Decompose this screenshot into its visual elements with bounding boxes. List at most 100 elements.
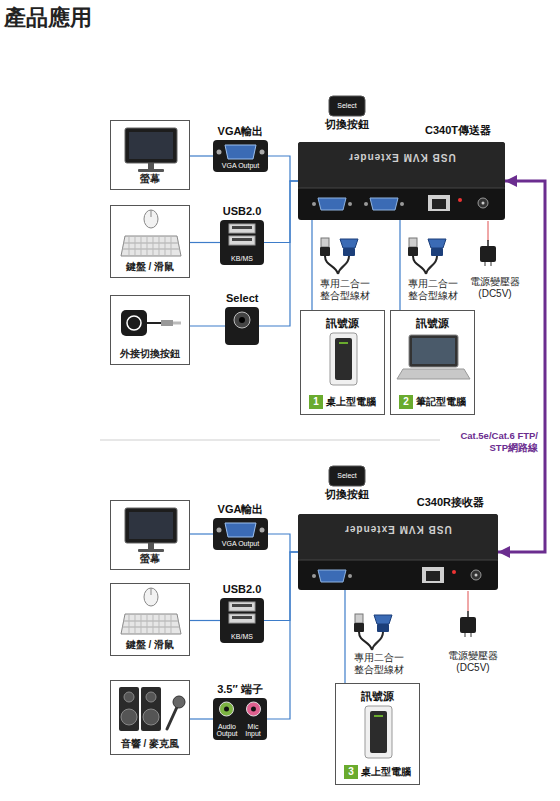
key-gap (135, 237, 136, 255)
button-label: Select (337, 471, 356, 481)
desktop-tower (365, 706, 392, 758)
screw (260, 150, 265, 155)
port-heading: VGA輸出 (218, 124, 264, 140)
button-cord (147, 322, 161, 324)
device-print: USB KVM Extender (344, 523, 452, 535)
device-print: USB KVM Extender (348, 151, 456, 163)
screw (400, 202, 404, 206)
screw (312, 574, 316, 578)
keyboard-icon (121, 236, 181, 256)
led (458, 198, 462, 202)
network-cable (498, 181, 545, 552)
monitor-base (138, 169, 164, 172)
jack-hole (239, 317, 245, 323)
cable-label: 專用二合一 整合型線材 (350, 652, 408, 676)
mouse-icon (144, 210, 158, 228)
mic-head (173, 696, 185, 708)
key-gap (165, 615, 166, 633)
port-label: Mic Input (240, 723, 266, 738)
mouse-icon (144, 588, 158, 606)
speaker-cone (121, 709, 137, 725)
speaker-cone (124, 692, 134, 702)
button-icon (329, 466, 365, 486)
cable-icon (320, 238, 358, 274)
rj45-socket (422, 567, 444, 583)
rj45-socket (428, 195, 450, 211)
port-heading: USB2.0 (223, 582, 262, 598)
keyboard-icon (121, 614, 181, 634)
desktop-tower (330, 333, 357, 385)
signal-wire (259, 181, 298, 326)
callout-number: 2 (399, 395, 413, 409)
button-icon (121, 310, 147, 336)
screw (312, 202, 316, 206)
led (452, 570, 456, 574)
laptop-base (397, 369, 470, 379)
vga-socket (225, 523, 256, 537)
speaker-icon (141, 687, 161, 731)
signal-wire (399, 220, 400, 310)
dc-socket (478, 198, 488, 208)
speaker-cone (146, 692, 156, 702)
section-divider (100, 440, 440, 441)
callout-number: 1 (309, 395, 323, 409)
laptop-screen (409, 335, 458, 367)
usb-port: USB2.0KB/MS (220, 598, 264, 643)
keyboard-mouse-box: 鍵盤 / 滑鼠 (110, 205, 190, 278)
usb-socket (229, 224, 255, 233)
box-label: 外接切換按鈕 (120, 348, 180, 360)
speaker-cone (143, 709, 159, 725)
signal-wire (311, 220, 312, 310)
usb-tongue (232, 604, 252, 607)
key-gap (129, 615, 130, 633)
port-heading: USB2.0 (223, 204, 262, 220)
jack-plug (161, 320, 173, 326)
usb-tongue (232, 238, 252, 241)
key-gap (141, 237, 142, 255)
computer-label: 桌上型電腦 (361, 765, 411, 779)
desktop-source: 訊號源1桌上型電腦 (300, 310, 385, 415)
usb-socket (229, 236, 255, 245)
jack-hole (224, 707, 229, 712)
box-label: 鍵盤 / 滑鼠 (126, 639, 174, 651)
source-heading: 訊號源 (416, 316, 449, 330)
port-label: VGA Output (222, 540, 259, 548)
power-adapter-icon (460, 611, 476, 637)
screw (260, 528, 265, 533)
key-gap (147, 237, 148, 255)
power-label: 電源變壓器 (DC5V) (446, 650, 500, 674)
vga-socket (370, 198, 398, 210)
keyboard-mouse-box: 鍵盤 / 滑鼠 (110, 583, 190, 656)
key-gap (153, 615, 154, 633)
signal-wire (344, 590, 345, 683)
signal-wire (264, 181, 298, 243)
select-jack-art (225, 307, 259, 345)
device-edge (298, 560, 498, 561)
signal-wire (268, 156, 298, 181)
mouse-seam (151, 210, 152, 217)
jack-socket (234, 312, 250, 328)
jack-hole (251, 707, 256, 712)
tower-front (335, 338, 352, 380)
monitor-screen (125, 508, 177, 543)
box-label: 螢幕 (140, 173, 160, 185)
dc-pin (482, 202, 485, 205)
select-jack: Select (225, 307, 259, 345)
port-label: KB/MS (231, 255, 253, 263)
switch-button-box: 外接切換按鈕 (110, 295, 190, 365)
device-top-face (298, 514, 498, 560)
button-label: Select (337, 101, 356, 111)
port-label: VGA Output (222, 162, 259, 170)
port-label: Audio Output (214, 723, 240, 738)
usb-socket (229, 614, 255, 623)
source-heading: 訊號源 (361, 689, 394, 703)
screen-glass (412, 338, 455, 364)
key-row (122, 627, 180, 628)
button-caption: 切換按鈕 (325, 117, 369, 131)
speaker-mic-box: 音響 / 麥克風 (110, 680, 190, 755)
select-button: Select 切換按鈕 (319, 96, 375, 134)
monitor-box: 螢幕 (110, 120, 190, 190)
device-edge (298, 188, 505, 189)
